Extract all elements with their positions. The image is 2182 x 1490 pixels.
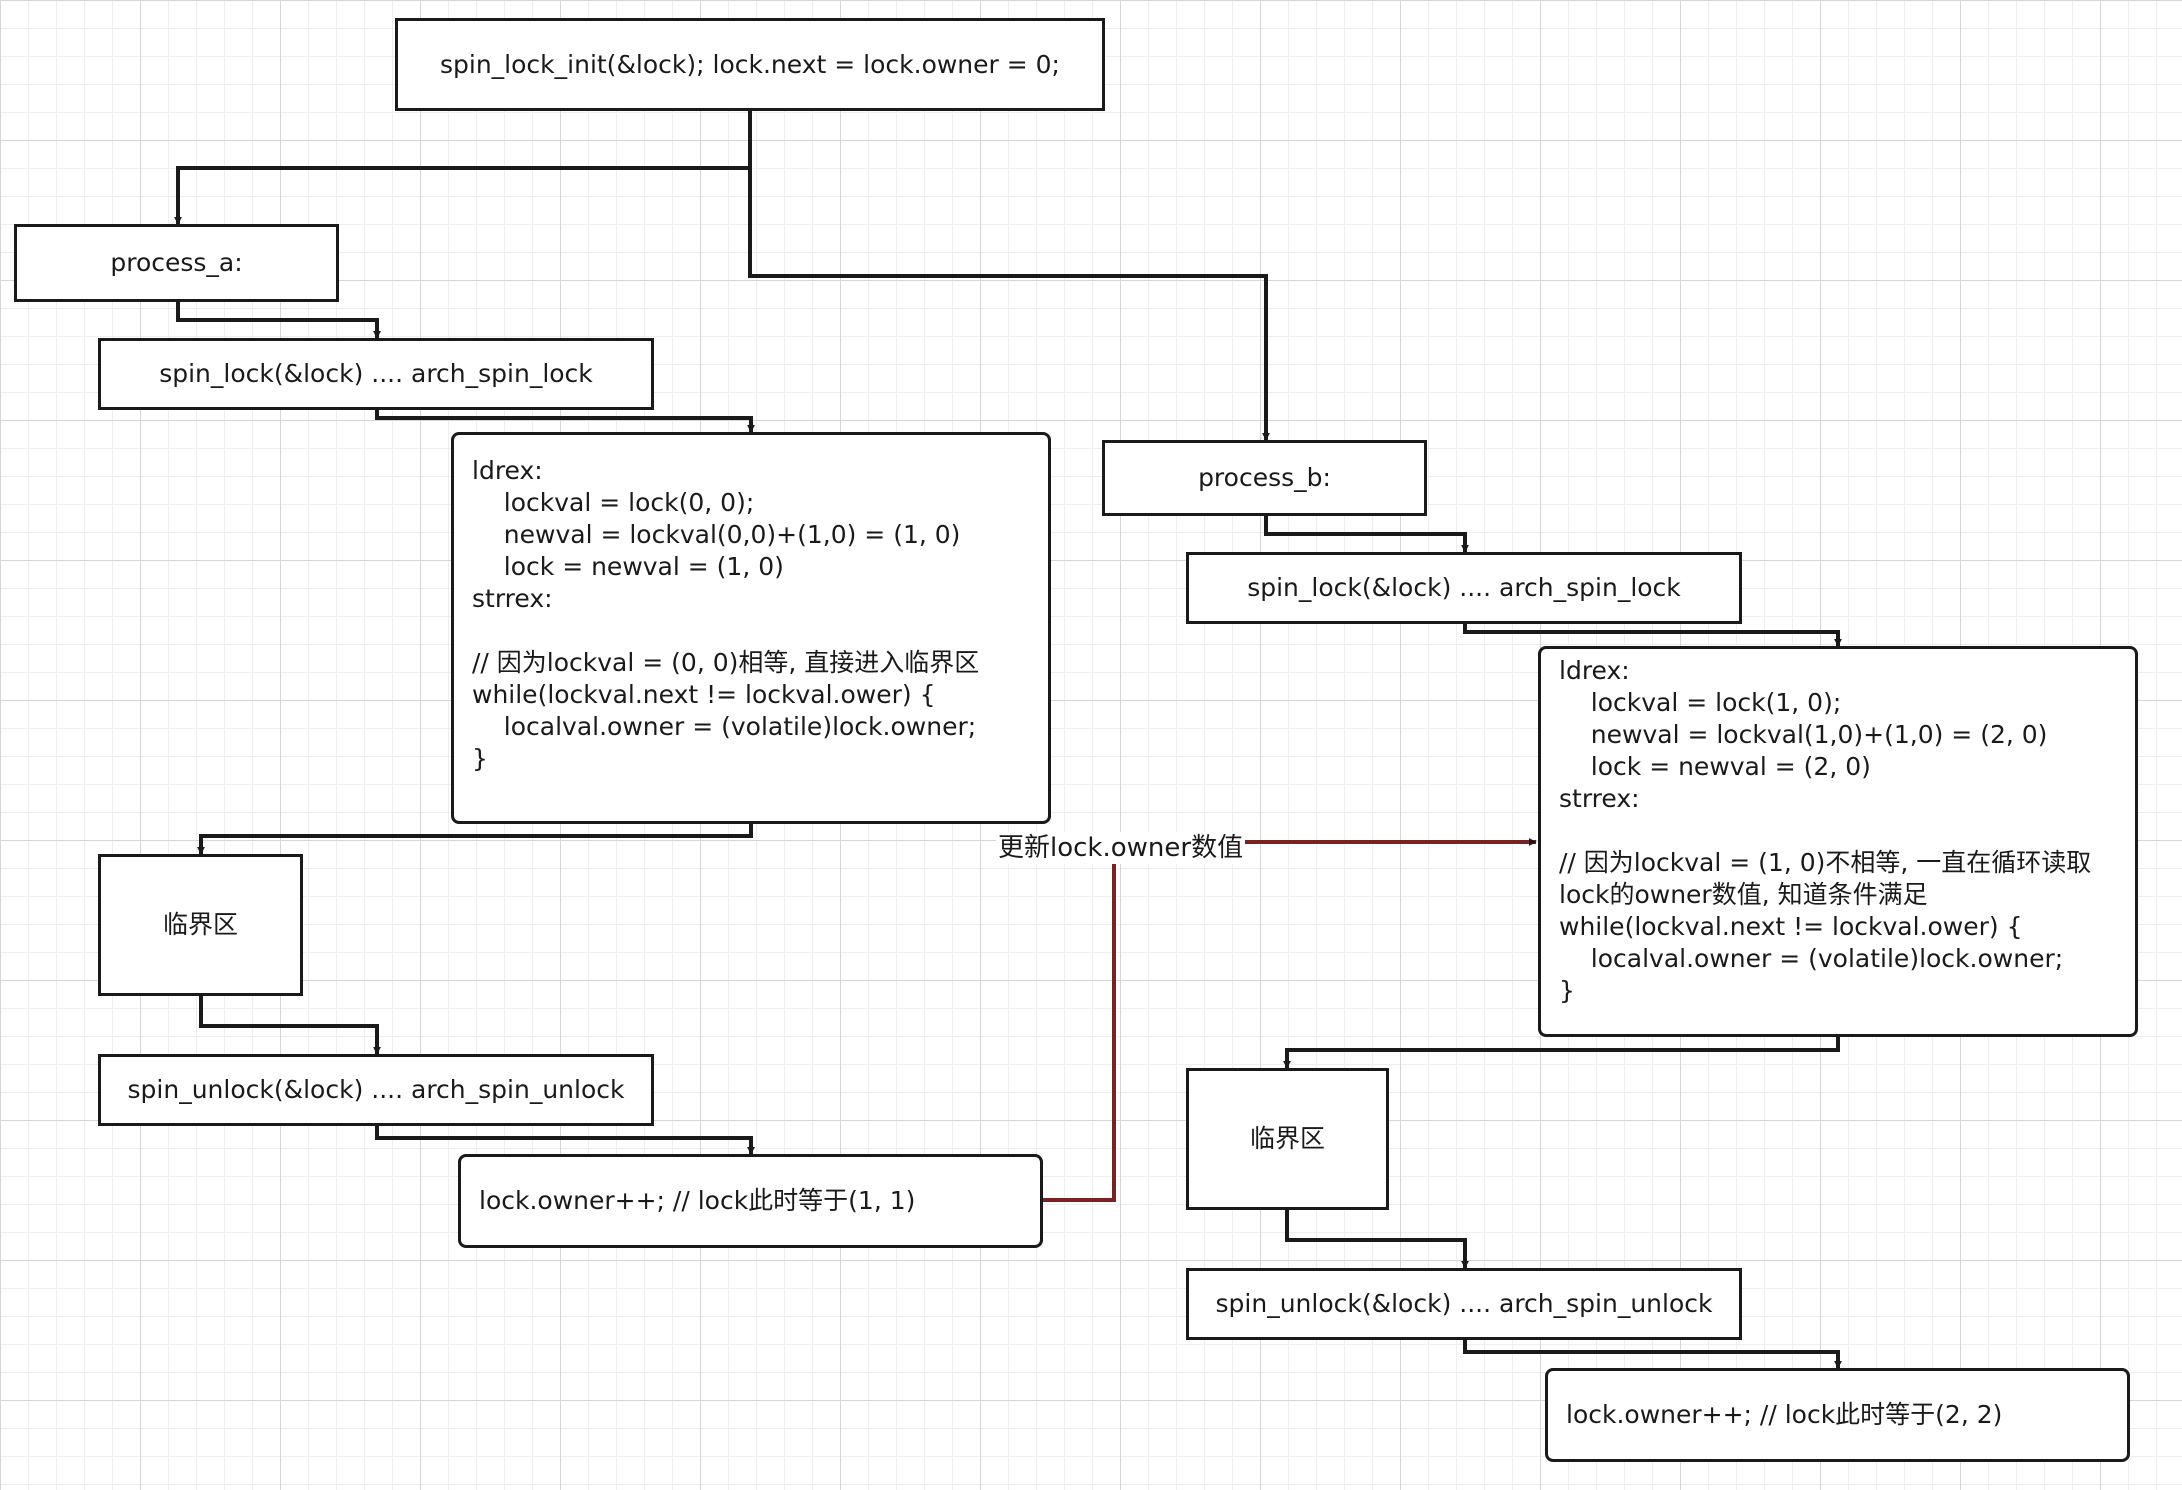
process-b-critical-node: 临界区: [1186, 1068, 1389, 1210]
edge-init-to-process-b: [748, 168, 1270, 441]
process-a-owner-inc-node: lock.owner++; // lock此时等于(1, 1): [458, 1154, 1043, 1248]
process-a-critical-label: 临界区: [162, 910, 238, 939]
code-line: }: [1559, 976, 1575, 1005]
code-line: while(lockval.next != lockval.ower) {: [1559, 912, 2023, 941]
process-b-spin-lock-text: spin_lock(&lock) .... arch_spin_lock: [1247, 573, 1681, 602]
process-b-label: process_b:: [1198, 463, 1331, 492]
init-node: spin_lock_init(&lock); lock.next = lock.…: [395, 18, 1105, 111]
code-line: newval = lockval(0,0)+(1,0) = (1, 0): [472, 520, 961, 549]
edge-update-owner-to-process-b-code: [1041, 838, 1537, 1202]
code-line: localval.owner = (volatile)lock.owner;: [1559, 944, 2064, 973]
code-line: // 因为lockval = (1, 0)不相等, 一直在循环读取: [1559, 848, 2092, 877]
process-a-spin-lock-node: spin_lock(&lock) .... arch_spin_lock: [98, 338, 654, 410]
edge-spin-unlock-a-to-owner-inc: [375, 1124, 755, 1155]
code-line: }: [472, 744, 488, 773]
code-line: lock = newval = (2, 0): [1559, 752, 1871, 781]
code-line: newval = lockval(1,0)+(1,0) = (2, 0): [1559, 720, 2048, 749]
code-line: lock = newval = (1, 0): [472, 552, 784, 581]
process-b-code-node: ldrex: lockval = lock(1, 0); newval = lo…: [1538, 646, 2138, 1037]
edge-code-b-to-critical: [1283, 1035, 1840, 1069]
process-b-spin-unlock-node: spin_unlock(&lock) .... arch_spin_unlock: [1186, 1268, 1742, 1340]
process-b-spin-lock-node: spin_lock(&lock) .... arch_spin_lock: [1186, 552, 1742, 624]
code-line: lock的owner数值, 知道条件满足: [1559, 880, 1928, 909]
process-b-spin-unlock-text: spin_unlock(&lock) .... arch_spin_unlock: [1215, 1289, 1713, 1318]
code-line: localval.owner = (volatile)lock.owner;: [472, 712, 977, 741]
code-line: ldrex:: [1559, 656, 1630, 685]
edge-spin-unlock-b-to-owner-inc: [1463, 1338, 1842, 1369]
update-owner-edge-label: 更新lock.owner数值: [996, 832, 1246, 864]
edge-process-b-to-spin-lock: [1264, 514, 1469, 553]
process-a-critical-node: 临界区: [98, 854, 303, 996]
process-b-critical-label: 临界区: [1249, 1124, 1325, 1153]
code-line: [1559, 815, 2117, 847]
code-line: strrex:: [1559, 784, 1640, 813]
process-a-spin-unlock-text: spin_unlock(&lock) .... arch_spin_unlock: [127, 1075, 625, 1104]
code-line: lockval = lock(1, 0);: [1559, 688, 1842, 717]
process-a-spin-lock-text: spin_lock(&lock) .... arch_spin_lock: [159, 359, 593, 388]
code-line: lockval = lock(0, 0);: [472, 488, 755, 517]
process-a-label: process_a:: [110, 248, 243, 277]
process-a-spin-unlock-node: spin_unlock(&lock) .... arch_spin_unlock: [98, 1054, 654, 1126]
process-a-code-node: ldrex: lockval = lock(0, 0); newval = lo…: [451, 432, 1051, 824]
init-node-text: spin_lock_init(&lock); lock.next = lock.…: [440, 49, 1060, 79]
edge-process-a-to-spin-lock: [176, 300, 381, 339]
edge-spin-lock-a-to-code: [375, 408, 755, 433]
edge-critical-b-to-spin-unlock: [1285, 1208, 1469, 1269]
code-line: strrex:: [472, 584, 553, 613]
process-b-node: process_b:: [1102, 440, 1427, 516]
process-a-node: process_a:: [14, 224, 339, 302]
edge-init-to-process-a: [174, 109, 752, 225]
edge-critical-a-to-spin-unlock: [199, 994, 381, 1055]
code-line: while(lockval.next != lockval.ower) {: [472, 680, 936, 709]
process-b-owner-inc-text: lock.owner++; // lock此时等于(2, 2): [1566, 1400, 2003, 1429]
process-b-owner-inc-node: lock.owner++; // lock此时等于(2, 2): [1545, 1368, 2130, 1462]
code-line: // 因为lockval = (0, 0)相等, 直接进入临界区: [472, 648, 980, 677]
edge-spin-lock-b-to-code: [1463, 622, 1842, 647]
code-line: ldrex:: [472, 456, 543, 485]
process-a-owner-inc-text: lock.owner++; // lock此时等于(1, 1): [479, 1186, 916, 1215]
code-line: [472, 615, 1030, 647]
edge-code-a-to-critical: [197, 822, 753, 855]
